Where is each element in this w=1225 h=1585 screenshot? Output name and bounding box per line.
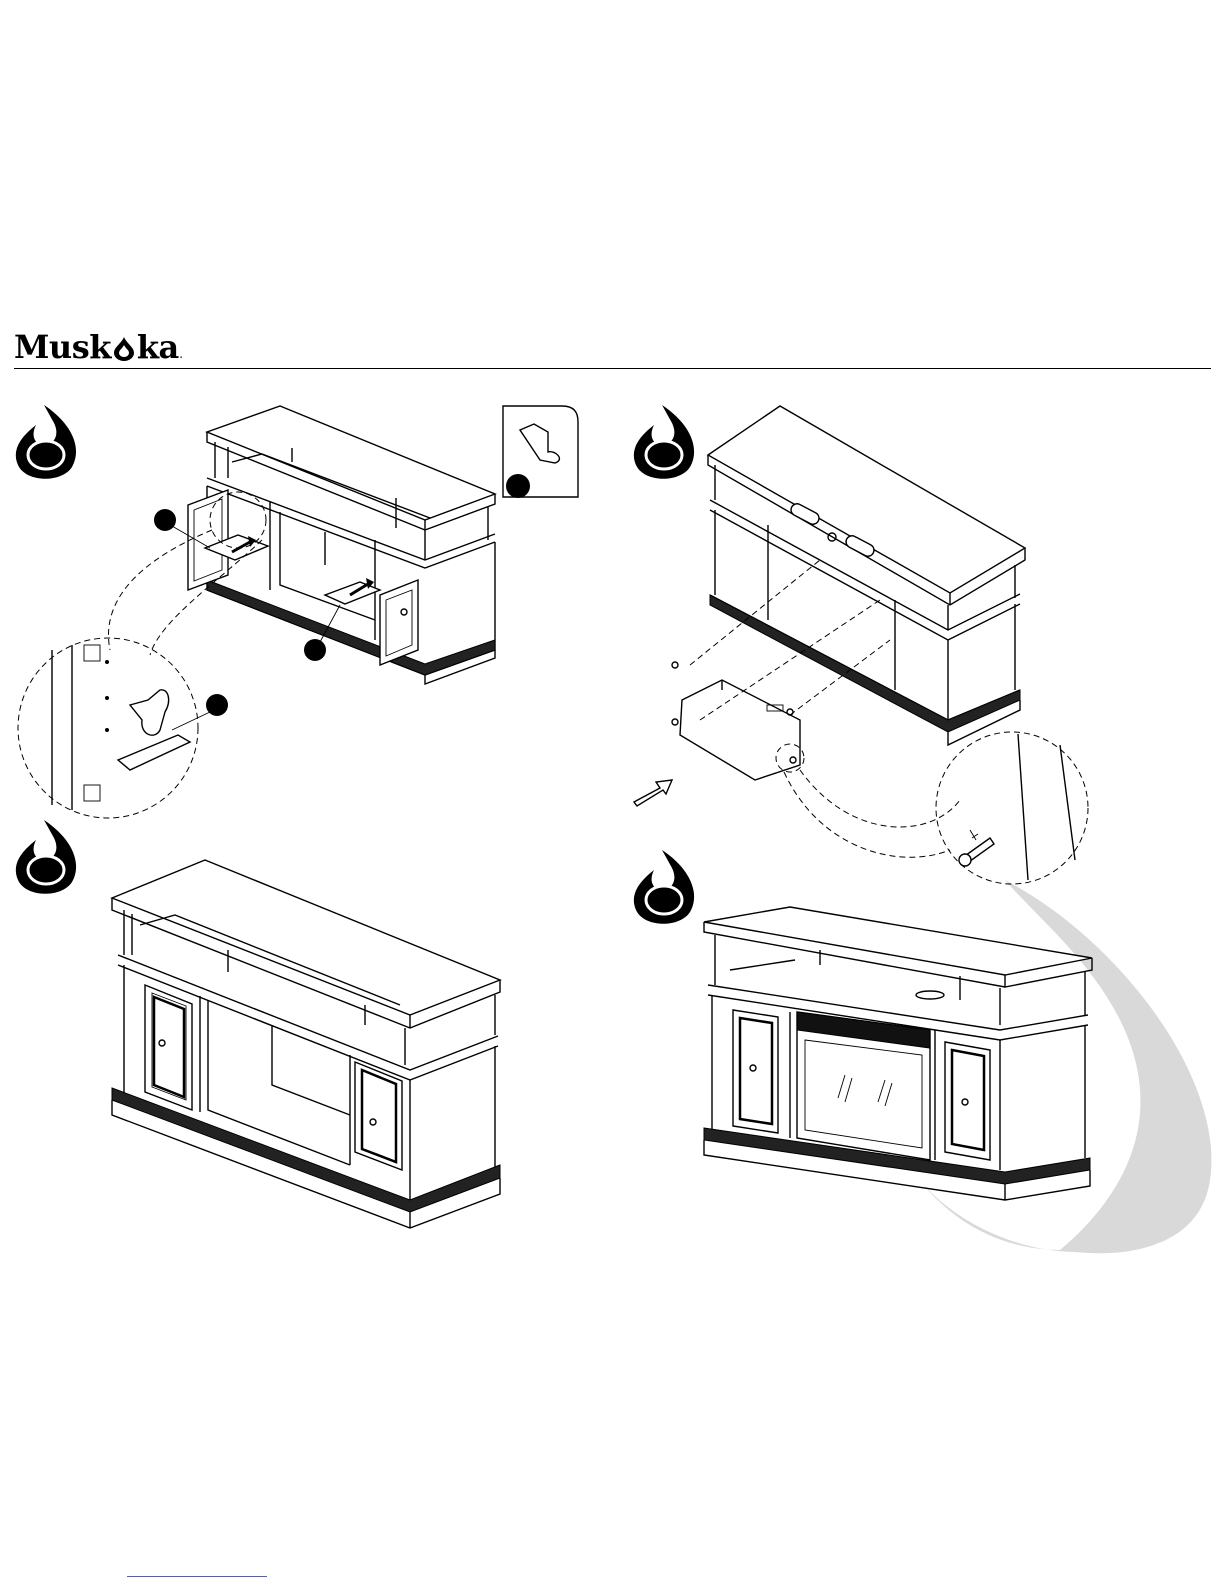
figure-fireplace-installed <box>704 907 1092 1200</box>
step-marker-2-icon <box>634 405 694 479</box>
step-marker-1-icon <box>16 405 76 479</box>
figure-back-panel <box>634 406 1088 884</box>
footer-link-underline <box>127 1576 267 1577</box>
part-callout-icon <box>154 509 176 531</box>
figure-shelf-pins <box>18 406 578 818</box>
step-marker-4-icon <box>634 850 694 924</box>
figure-cabinet-complete <box>112 860 500 1228</box>
step-marker-3-icon <box>16 820 76 894</box>
